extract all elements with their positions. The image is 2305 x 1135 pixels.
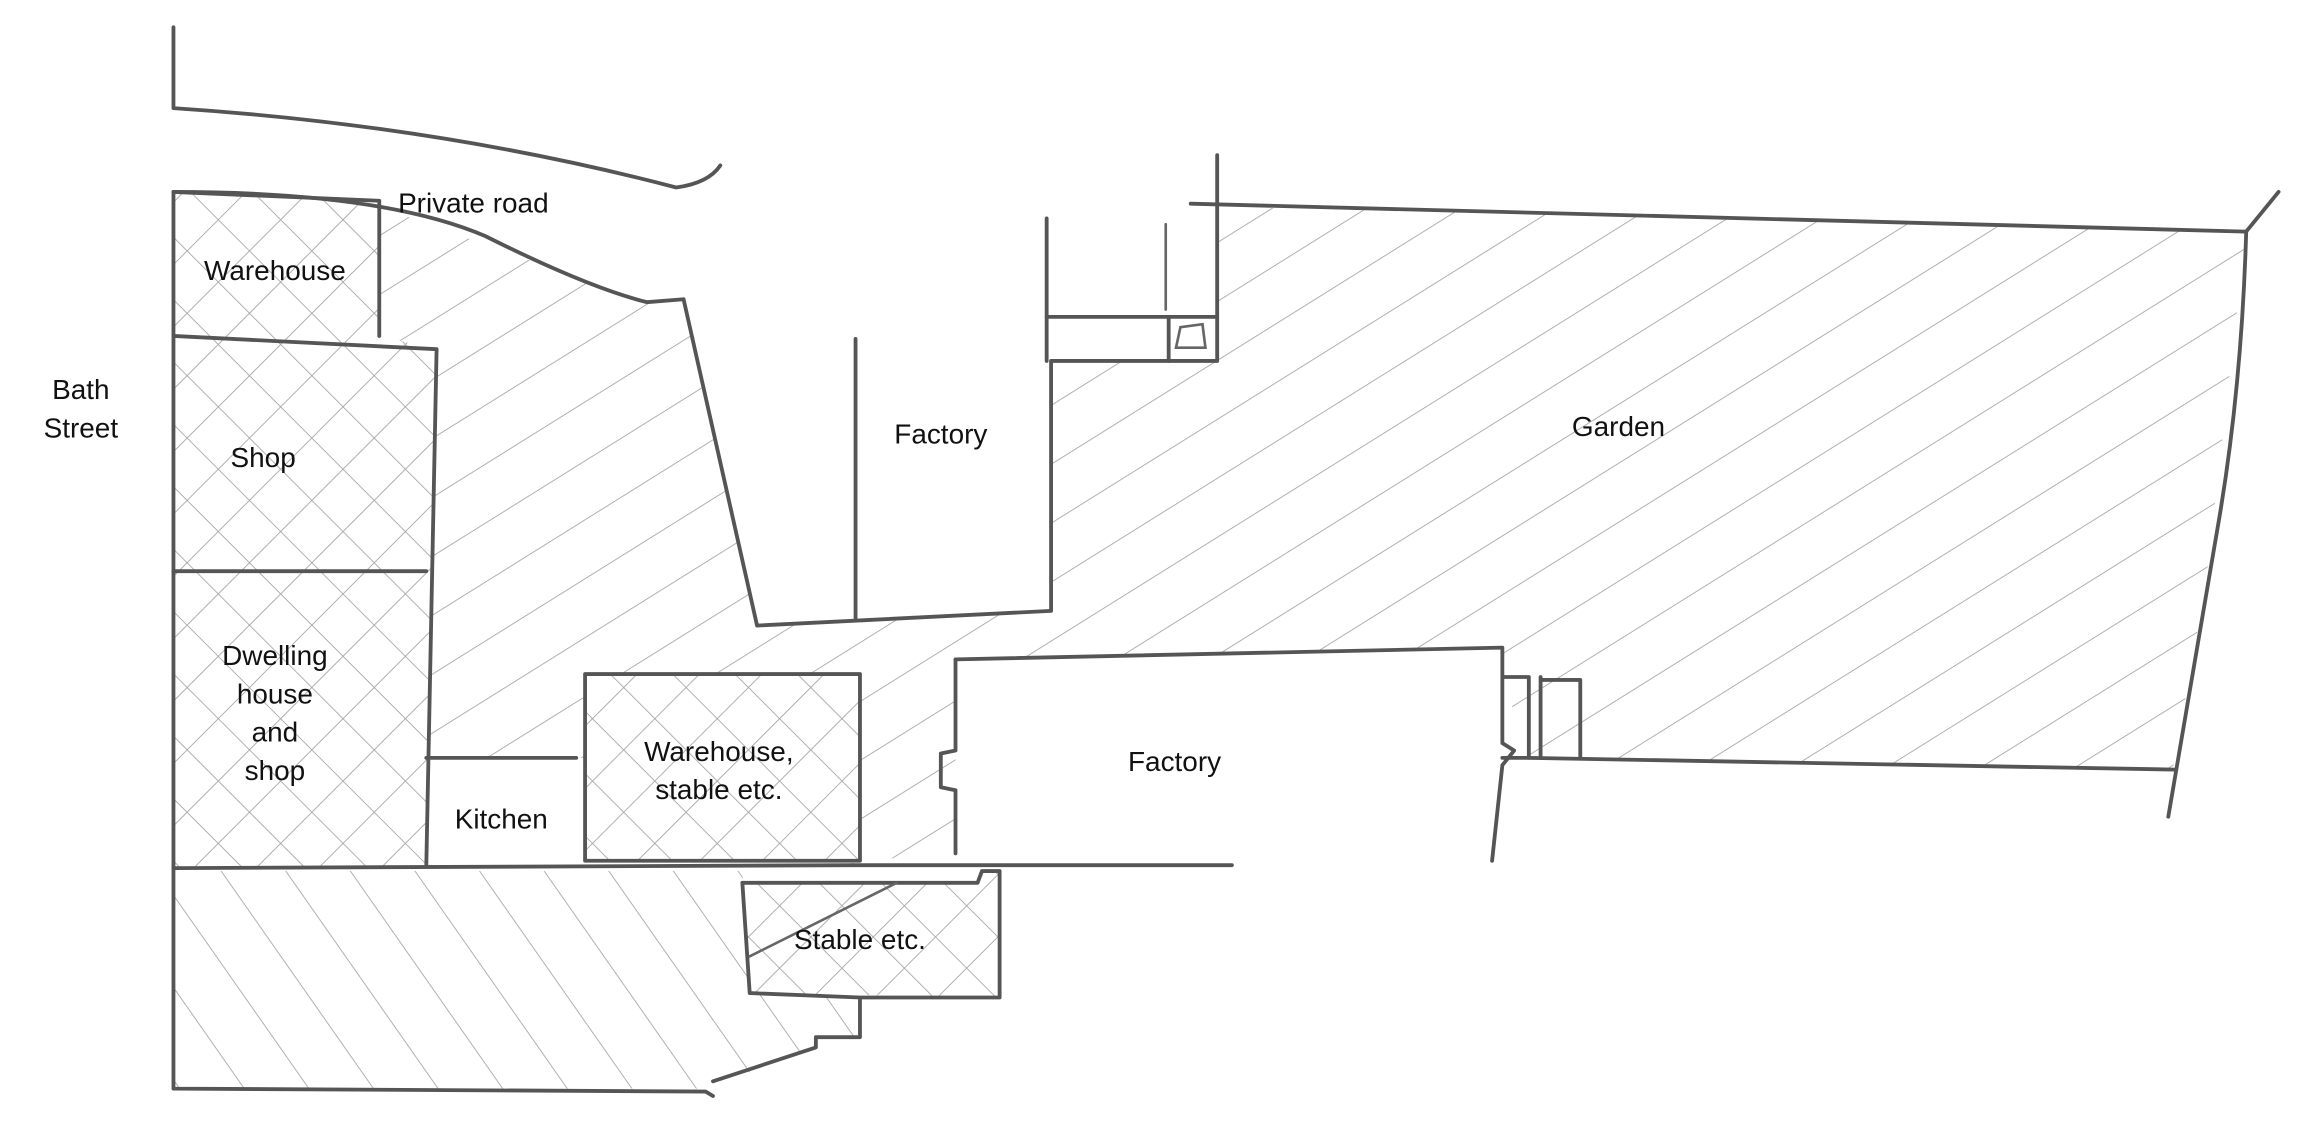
stable-crosshatch (742, 868, 1000, 998)
label-bath-street-2: Street (44, 412, 119, 443)
label-garden: Garden (1572, 411, 1665, 442)
warehouse-stable-crosshatch (585, 674, 860, 861)
label-dwelling-3: and (252, 717, 299, 748)
label-warehouse-stable-1: Warehouse, (644, 736, 794, 767)
yard-hatch (379, 206, 2247, 861)
label-kitchen: Kitchen (455, 803, 548, 834)
label-dwelling-2: house (237, 678, 313, 709)
label-warehouse-stable-2: stable etc. (655, 774, 782, 805)
label-factory-top: Factory (894, 418, 987, 449)
label-stable: Stable etc. (794, 924, 926, 955)
label-private-road: Private road (398, 187, 549, 218)
label-dwelling-1: Dwelling (222, 640, 328, 671)
label-warehouse: Warehouse (204, 255, 346, 286)
lower-yard-hatch (173, 871, 860, 1089)
boundary-lines (171, 25, 2281, 1098)
label-bath-street-1: Bath (52, 374, 109, 405)
buildings-crosshatch (173, 191, 437, 869)
label-dwelling-4: shop (245, 755, 306, 786)
label-shop: Shop (231, 442, 296, 473)
label-factory-bottom: Factory (1128, 746, 1221, 777)
